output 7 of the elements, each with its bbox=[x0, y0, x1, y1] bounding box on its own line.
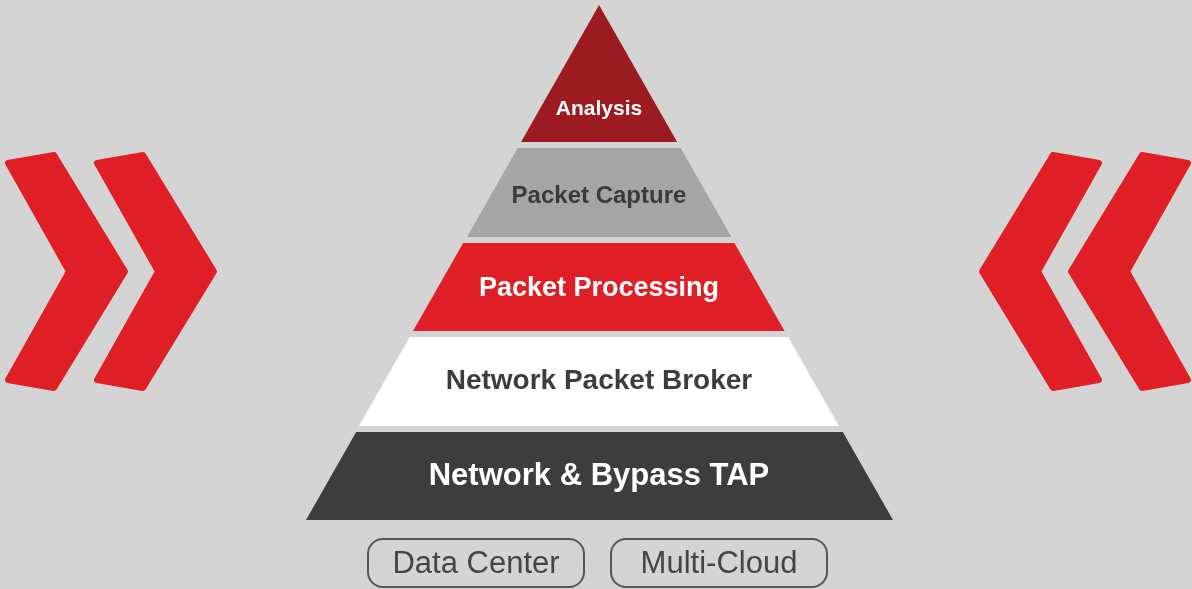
layer-label: Analysis bbox=[554, 96, 644, 120]
environment-tag: Multi-Cloud bbox=[610, 538, 828, 588]
environment-tag: Data Center bbox=[367, 538, 585, 588]
layer-label: Packet Capture bbox=[510, 181, 688, 209]
layer-label: Network Packet Broker bbox=[444, 364, 754, 396]
layer-label: Network & Bypass TAP bbox=[427, 457, 771, 493]
layer-label: Packet Processing bbox=[477, 272, 721, 303]
